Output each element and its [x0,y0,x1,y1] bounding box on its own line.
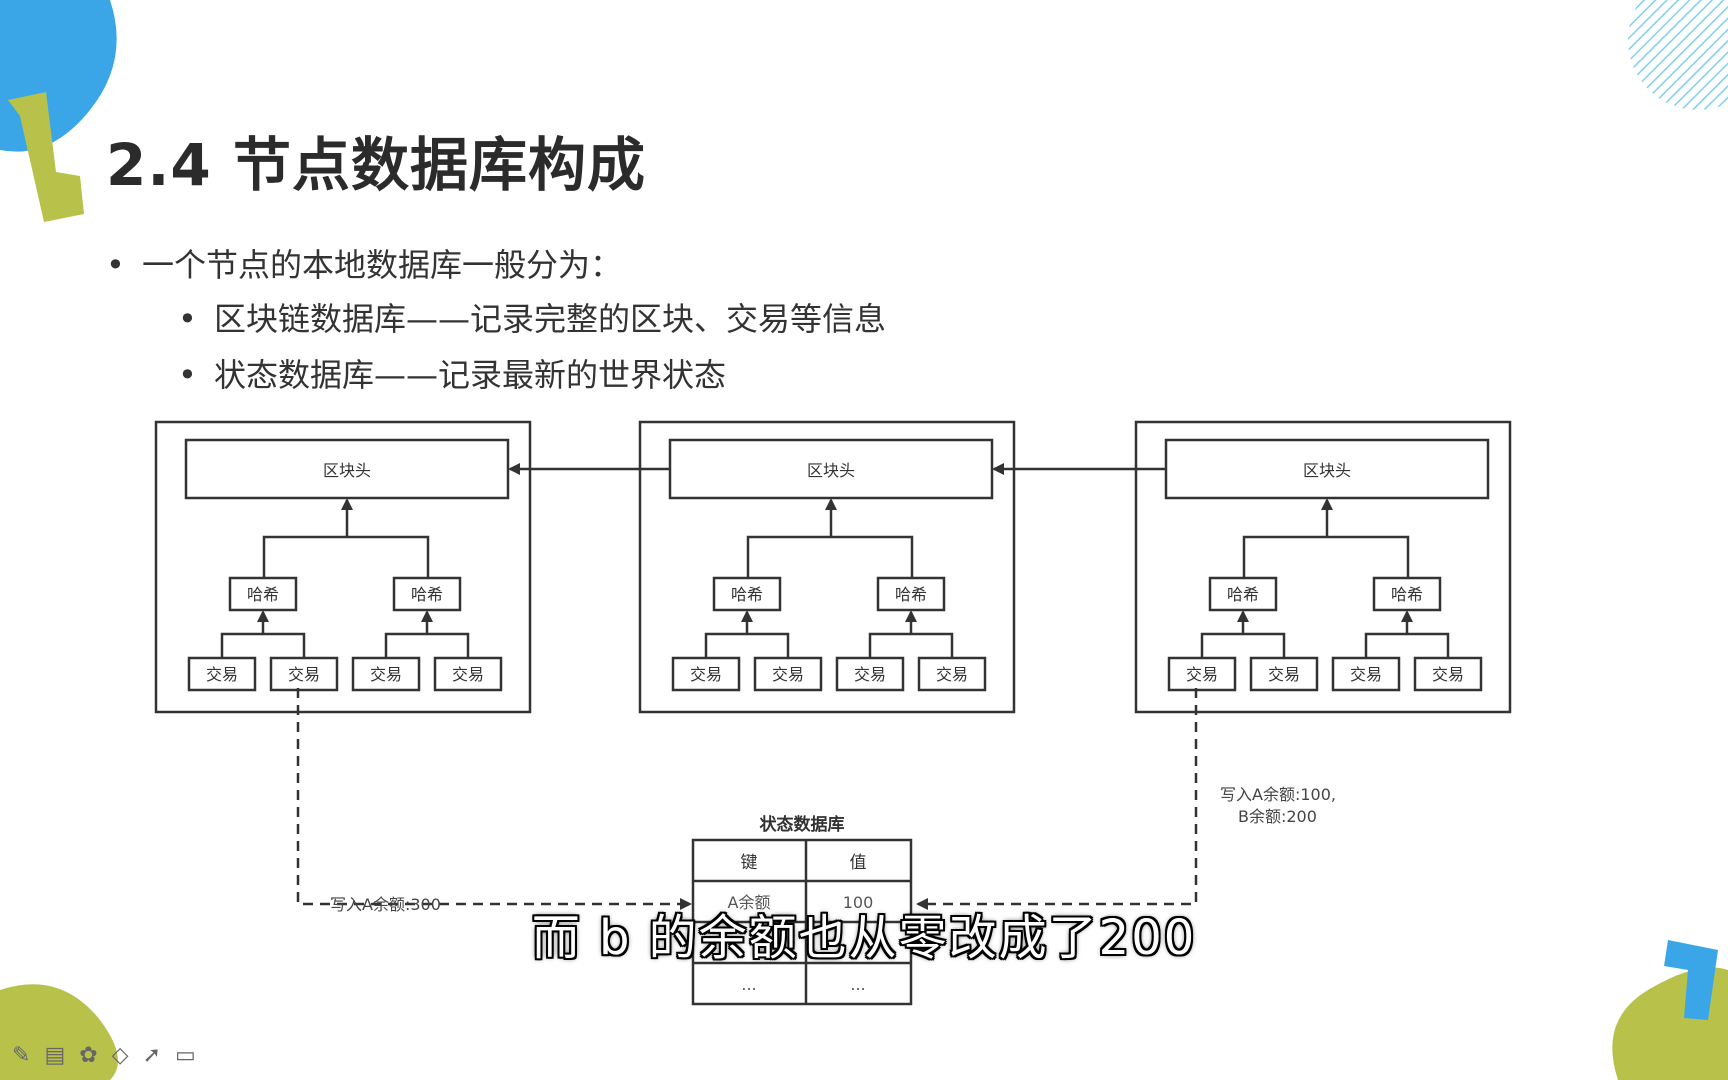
bullet-level1: • 一个节点的本地数据库一般分为： [106,240,622,286]
tx-box [1413,656,1483,692]
tx-box [835,656,905,692]
hash-label: 哈希 [731,585,763,604]
block-outline [154,420,532,714]
hash-label: 哈希 [1227,585,1259,604]
tx-box [917,656,987,692]
hash-label: 哈希 [411,585,443,604]
decoration-bottom-right [1612,940,1728,1080]
block-outline [638,420,1016,714]
pointer-icon[interactable]: ➚ [142,1043,162,1068]
tx-box [1331,656,1401,692]
state-db-cell: ... [850,975,865,994]
bullet-dot: • [178,300,197,338]
tx-label: 交易 [452,665,484,684]
pen-icon[interactable]: ✎ [12,1043,31,1068]
tx-label: 交易 [772,665,804,684]
video-subtitle: 而 b 的余额也从零改成了200 [531,910,1197,966]
tree-connector [220,632,306,658]
tx-label: 交易 [288,665,320,684]
bullet-text: 一个节点的本地数据库一般分为： [142,246,623,284]
dashed-connector-right [916,688,1198,910]
hash-label: 哈希 [247,585,279,604]
bullet-dot: • [178,356,197,394]
tx-box [187,656,257,692]
tree-connector [1242,535,1410,578]
decoration-top-left [0,0,117,222]
annotation-right-line1: 写入A余额:100, [1220,785,1336,804]
slides-icon[interactable]: ▤ [44,1043,66,1068]
bullet-dot: • [106,246,125,284]
bullet-text: 状态数据库——记录最新的世界状态 [214,356,727,394]
palette-icon[interactable]: ✿ [79,1043,98,1068]
tree-connector [704,632,790,658]
tree-connector [384,632,470,658]
presentation-toolbar: ✎ ▤ ✿ ◇ ➚ ▭ [12,1043,196,1068]
tx-box [1249,656,1319,692]
tree-connector [262,535,430,578]
tx-label: 交易 [854,665,886,684]
state-db-table [691,838,913,1006]
block-outline [1134,420,1512,714]
block-header-label: 区块头 [807,461,855,480]
tx-box [1167,656,1237,692]
bullet-level2: • 状态数据库——记录最新的世界状态 [178,350,726,396]
tx-label: 交易 [1186,665,1218,684]
tx-label: 交易 [206,665,238,684]
tx-box [351,656,421,692]
block-header-label: 区块头 [1303,461,1351,480]
tx-label: 交易 [1432,665,1464,684]
state-db-cell: 100 [843,893,874,912]
tx-box [671,656,741,692]
state-db-cell: ... [741,975,756,994]
tx-label: 交易 [936,665,968,684]
state-db-cell: A余额 [728,893,771,912]
tx-label: 交易 [1268,665,1300,684]
screen-icon[interactable]: ▭ [175,1043,196,1068]
state-db-header-value: 值 [850,853,867,873]
tree-connector [746,535,914,578]
decoration-top-right [1628,0,1728,110]
tree-connector [1364,632,1450,658]
tx-label: 交易 [1350,665,1382,684]
tx-box [269,656,339,692]
bullet-level2: • 区块链数据库——记录完整的区块、交易等信息 [178,294,886,340]
state-db-title: 状态数据库 [760,814,845,835]
state-db-header-key: 键 [741,853,758,873]
annotation-right-line2: B余额:200 [1238,807,1317,826]
hash-label: 哈希 [1391,585,1423,604]
dashed-connector-left [296,688,692,910]
tx-box [433,656,503,692]
tree-connector [1200,632,1286,658]
decoration-bottom-left [0,984,118,1080]
annotation-left: 写入A余额:300 [330,895,441,914]
hash-label: 哈希 [895,585,927,604]
tree-connector [868,632,954,658]
tx-label: 交易 [370,665,402,684]
bullet-text: 区块链数据库——记录完整的区块、交易等信息 [214,300,887,338]
slide-title: 2.4 节点数据库构成 [106,131,646,199]
eraser-icon[interactable]: ◇ [111,1043,129,1068]
block-header-label: 区块头 [323,461,371,480]
tx-label: 交易 [690,665,722,684]
tx-box [753,656,823,692]
